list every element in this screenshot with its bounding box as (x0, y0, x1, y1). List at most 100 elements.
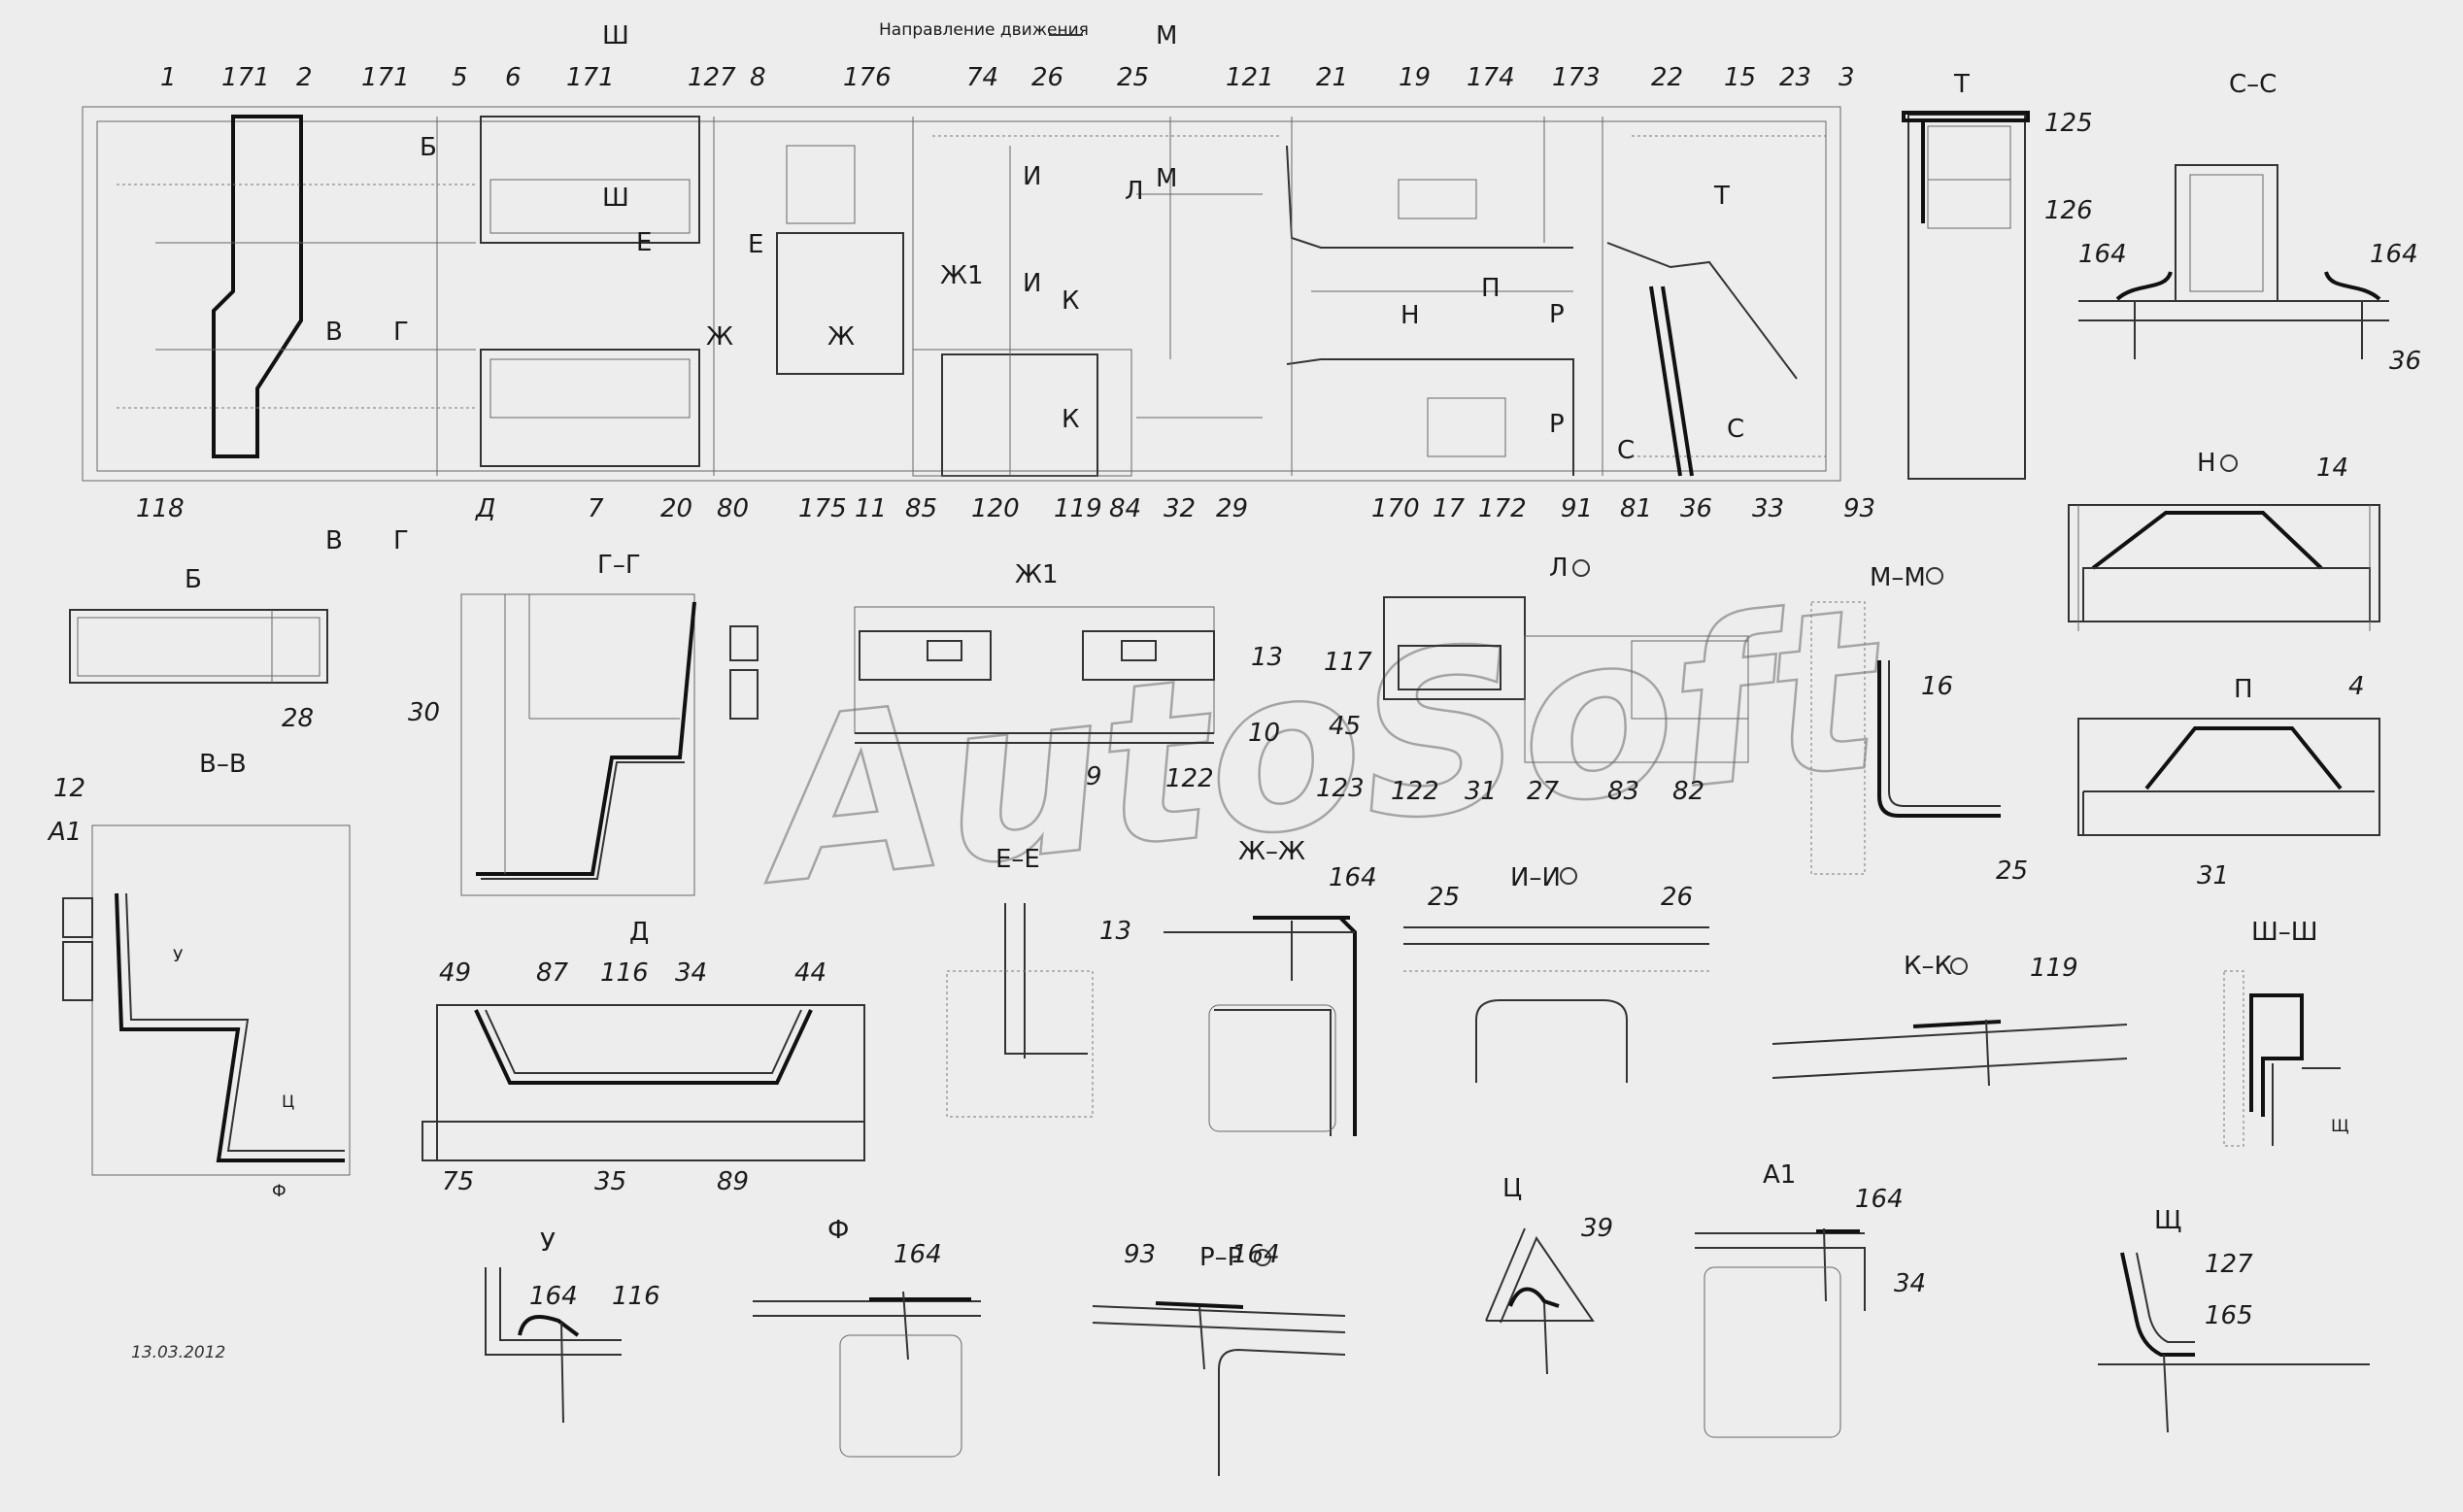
view-t-label-126: 126 (2044, 196, 2093, 225)
view-mm-title: М–М (1870, 563, 1926, 592)
view-ee-title: Е–Е (995, 845, 1040, 874)
callout-120: 120 (971, 494, 1020, 523)
callout-127: 127 (688, 63, 736, 92)
view-p-label-4: 4 (2348, 672, 2365, 701)
cut-e1: Е (636, 228, 652, 257)
view-zh1-label-45: 45 (1329, 712, 1361, 741)
view-vv-label-ts: Ц (282, 1092, 294, 1112)
callout-23: 23 (1779, 63, 1811, 92)
view-l-label-83: 83 (1607, 777, 1639, 806)
view-ii-title: И–И (1510, 863, 1561, 892)
view-zh1-label-10: 10 (1248, 719, 1280, 748)
callout-174: 174 (1467, 63, 1515, 92)
view-l-label-82: 82 (1672, 777, 1704, 806)
callout-93: 93 (1843, 494, 1875, 523)
view-shch-label-127: 127 (2205, 1250, 2253, 1279)
view-f-title: Ф (827, 1216, 849, 1245)
view-vv-label-u: У (173, 947, 184, 966)
view-k-k: К–К 119 (1771, 952, 2128, 1087)
callout-19: 19 (1399, 63, 1431, 92)
callout-20: 20 (660, 494, 692, 523)
view-d-label-75: 75 (442, 1167, 474, 1196)
view-d-label-89: 89 (717, 1167, 749, 1196)
view-d: Д 49 87 116 34 44 75 35 89 (422, 918, 865, 1196)
drawing-date: 13.03.2012 (131, 1343, 225, 1362)
view-a1: А1 164 34 (1695, 1160, 1926, 1438)
callout-85: 85 (905, 494, 937, 523)
callout-81: 81 (1620, 494, 1652, 523)
view-vv-label-12: 12 (53, 774, 85, 803)
cut-k1: К (1062, 286, 1079, 316)
view-ts: Ц 39 (1485, 1174, 1613, 1375)
cut-sh: Ш (602, 184, 629, 213)
callout-173: 173 (1552, 63, 1601, 92)
view-ii-label-25: 25 (1428, 883, 1460, 912)
cut-m-top: М (1156, 21, 1177, 50)
view-n: Н 14 (2068, 449, 2380, 631)
view-cc-label-36: 36 (2389, 347, 2421, 376)
view-rr-title: Р–Р (1199, 1243, 1242, 1272)
callout-32: 32 (1164, 494, 1196, 523)
callout-171a: 171 (221, 63, 270, 92)
view-i-i: И–И 25 26 (1403, 863, 1709, 1083)
view-f: Ф 164 (753, 1216, 981, 1458)
direction-label: Направление движения (879, 20, 1089, 40)
callout-2: 2 (296, 63, 313, 92)
view-m-m: М–М 16 25 (1810, 563, 2028, 886)
view-shch: Щ 127 165 (2098, 1206, 2370, 1433)
view-shch-label-165: 165 (2205, 1301, 2253, 1330)
callout-84: 84 (1109, 494, 1141, 523)
view-a1-title: А1 (1763, 1160, 1796, 1190)
view-cc-title: С–С (2229, 70, 2277, 99)
view-ii-label-26: 26 (1661, 883, 1693, 912)
view-p: П 4 31 (2077, 672, 2380, 890)
view-zh1: Ж1 13 117 10 45 9 122 123 (854, 560, 1372, 803)
cut-b: Б (420, 133, 437, 162)
view-d-label-35: 35 (594, 1167, 626, 1196)
view-b: Б 28 (69, 565, 328, 733)
view-ts-title: Ц (1502, 1174, 1522, 1203)
view-zh1-label-117: 117 (1324, 648, 1372, 677)
callout-7: 7 (588, 494, 604, 523)
view-t-title: Т (1953, 70, 1970, 99)
view-d-label-34: 34 (675, 958, 707, 988)
cut-e2: Е (748, 230, 763, 259)
view-u-title: У (540, 1228, 556, 1258)
view-b-label-28: 28 (282, 704, 314, 733)
callout-121: 121 (1226, 63, 1274, 92)
callout-25: 25 (1117, 63, 1149, 92)
cut-sh-top: Ш (602, 21, 629, 50)
cut-g: Г (393, 318, 409, 347)
callout-21: 21 (1316, 63, 1348, 92)
view-d-label-44: 44 (794, 958, 827, 988)
view-c-c: С–С 164 164 36 (2078, 70, 2421, 376)
view-d-label-49: 49 (439, 958, 471, 988)
callout-118: 118 (136, 494, 185, 523)
view-zh1-label-9: 9 (1086, 762, 1102, 791)
view-v-v: В–В 12 А1 У Ц Ф (47, 750, 351, 1201)
cut-i1: И (1023, 162, 1041, 191)
view-l-title: Л (1549, 554, 1569, 583)
cut-l: Л (1125, 177, 1144, 206)
floor-plan: Направление движения 1 171 2 171 5 6 (82, 20, 1875, 555)
view-p-label-31: 31 (2197, 861, 2229, 890)
view-vv-label-a1: А1 (47, 818, 82, 847)
cut-r2: Р (1549, 410, 1565, 439)
cut-i2: И (1023, 269, 1041, 298)
callout-3: 3 (1839, 63, 1855, 92)
callout-175: 175 (798, 494, 847, 523)
view-t: Т 125 126 (1902, 70, 2093, 480)
view-shsh-title: Ш–Ш (2251, 918, 2318, 947)
cut-t: Т (1713, 182, 1730, 211)
view-gg-title: Г–Г (597, 551, 641, 580)
view-f-label-164: 164 (894, 1240, 942, 1269)
callout-80: 80 (717, 494, 749, 523)
callout-6: 6 (505, 63, 522, 92)
view-n-title: Н (2197, 449, 2216, 478)
view-cc-label-164b: 164 (2370, 240, 2418, 269)
view-zh-zh: Ж–Ж 164 (1164, 837, 1377, 1136)
view-b-title: Б (185, 565, 202, 594)
view-ee-label-13: 13 (1099, 917, 1131, 946)
callout-D: Д (475, 494, 495, 523)
